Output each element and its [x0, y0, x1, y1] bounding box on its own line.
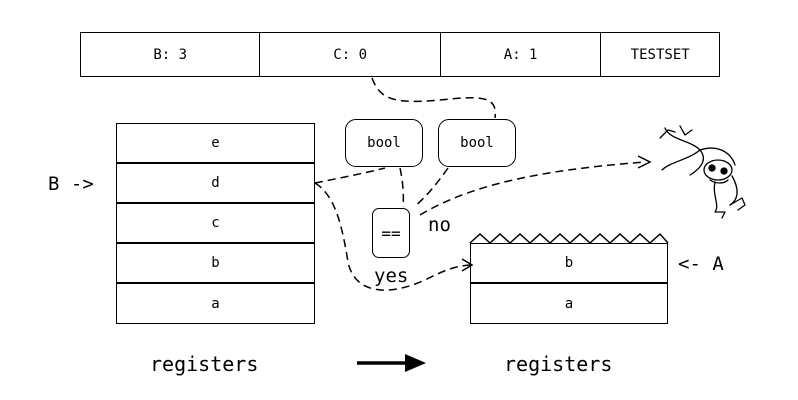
register-a: a [211, 296, 220, 312]
register-e: e [117, 124, 314, 164]
instruction-cell-c: C: 0 [260, 33, 441, 76]
register-a-right: a [564, 296, 574, 312]
register-c: c [117, 204, 314, 244]
register-b-right: b [471, 244, 667, 284]
bool-box-left: bool [345, 119, 423, 167]
instruction-opcode: TESTSET [601, 33, 719, 76]
cartoon-frog-icon [659, 125, 746, 219]
right-arrow-icon [357, 354, 426, 372]
dashed-line-no-to-frog [419, 161, 646, 216]
bool-box-right-text: bool [460, 135, 494, 151]
equals-box-text: == [381, 223, 401, 243]
b-pointer-label: B -> [48, 173, 94, 195]
instruction-cell-b: B: 3 [81, 33, 261, 76]
arrowhead-frog-icon [637, 155, 652, 169]
dashed-line-bool2-to-eq [413, 167, 449, 208]
instruction-cell-a-text: A: 1 [503, 46, 538, 63]
instruction-opcode-text: TESTSET [630, 46, 690, 63]
register-d: d [117, 164, 314, 204]
arrowhead-b-icon [461, 258, 474, 272]
instruction-bar: B: 3 C: 0 A: 1 TESTSET [80, 32, 720, 77]
right-caption: registers [504, 352, 613, 376]
equals-box: == [372, 208, 410, 258]
bool-box-left-text: bool [367, 135, 401, 151]
register-b: b [117, 244, 314, 284]
left-caption: registers [150, 352, 259, 376]
zigzag-top-icon [469, 232, 669, 245]
left-register-stack: e d c b a [116, 123, 315, 324]
dashed-line-c-to-bool [371, 77, 497, 119]
yes-branch-label: yes [374, 265, 409, 287]
right-register-stack: b a [470, 243, 668, 324]
no-branch-label: no [428, 214, 451, 236]
dashed-line-yes-to-b [314, 182, 471, 291]
bool-box-right: bool [438, 119, 516, 167]
instruction-cell-b-text: B: 3 [153, 46, 188, 63]
instruction-cell-c-text: C: 0 [333, 46, 368, 63]
instruction-cell-a: A: 1 [441, 33, 602, 76]
a-pointer-label: <- A [678, 253, 724, 275]
dashed-line-bool-to-eq [399, 167, 405, 208]
dashed-line-d-to-bool [314, 167, 386, 184]
